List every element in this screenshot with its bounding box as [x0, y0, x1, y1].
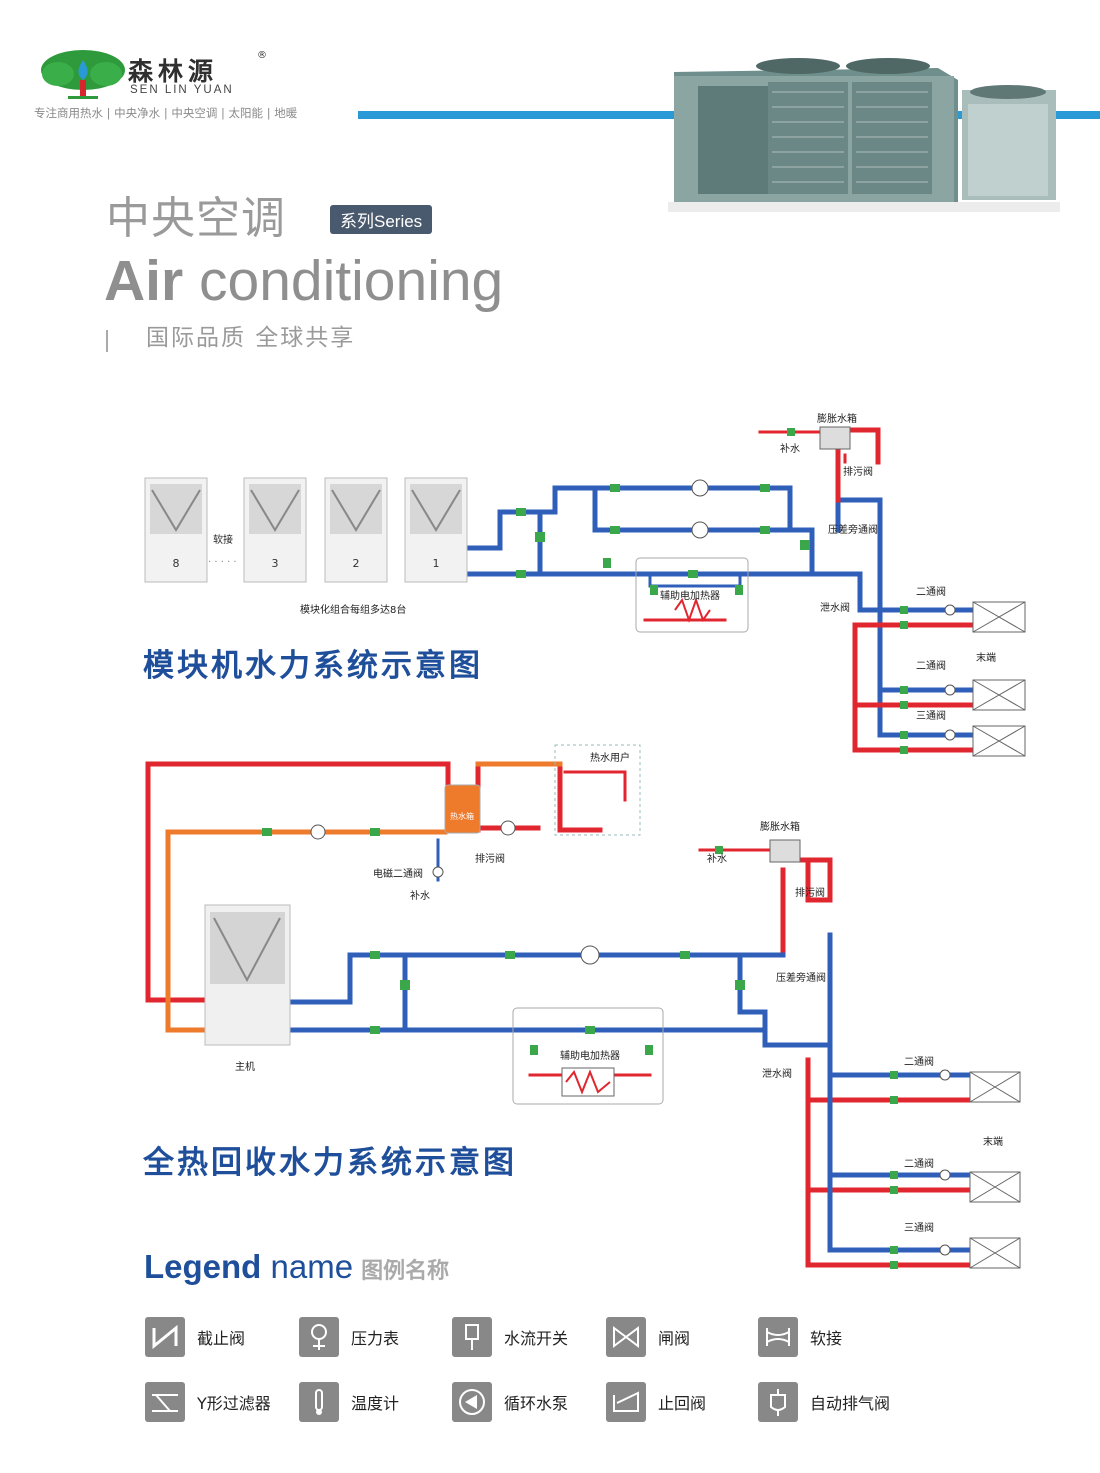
terminal-units — [972, 601, 1026, 757]
d2-terminal-label: 末端 — [983, 1137, 1003, 1148]
d2-drain-exp-label: 排污阀 — [795, 888, 825, 899]
legend-item-thermometer: 温度计 — [299, 1380, 399, 1424]
product-units-image — [668, 58, 1060, 212]
legend-item-gate-valve: 闸阀 — [606, 1315, 690, 1359]
series-badge: 系列Series — [330, 205, 433, 234]
d1-three-way: 三通阀 — [916, 711, 946, 722]
circulation-pump-icon — [452, 1382, 492, 1422]
legend-item-check-valve: 止回阀 — [606, 1380, 706, 1424]
hot-water-tank — [444, 784, 481, 834]
diagram2-heading: 全热回收水力系统示意图 — [143, 1145, 517, 1181]
y-filter-icon — [145, 1382, 185, 1422]
d1-dots: · · · · · — [208, 557, 237, 568]
legend-label: Y形过滤器 — [197, 1394, 271, 1413]
expansion-tank-2 — [769, 839, 801, 863]
legend-item-flow-switch: 水流开关 — [452, 1315, 568, 1359]
d2-main-unit-label: 主机 — [235, 1062, 255, 1073]
legend-title-rest: name — [261, 1248, 354, 1285]
d2-two-way-1: 二通阀 — [904, 1057, 934, 1068]
d2-drain-top-label: 排污阀 — [475, 854, 505, 865]
d2-bypass-label: 压差旁通阀 — [776, 973, 826, 984]
legend-title-bold: Legend — [144, 1248, 262, 1285]
heater-box-2 — [512, 1007, 664, 1105]
d2-hot-tank-label: 热水箱 — [450, 812, 474, 821]
hot-water-user-box — [554, 744, 641, 836]
d1-two-way-1: 二通阀 — [916, 587, 946, 598]
legend-label: 闸阀 — [658, 1329, 691, 1348]
legend-label: 水流开关 — [504, 1329, 569, 1348]
heat-recovery-hydraulic-diagram — [145, 744, 1021, 1269]
d1-makeup-label: 补水 — [780, 444, 800, 455]
slogan-mark — [106, 330, 114, 352]
legend-label: 循环水泵 — [504, 1394, 569, 1413]
gate-valve-icon — [606, 1317, 646, 1357]
d1-heater-label: 辅助电加热器 — [660, 591, 720, 602]
title-en-rest: conditioning — [183, 249, 504, 313]
soft-joint-icon — [758, 1317, 798, 1357]
registered-mark: ® — [257, 50, 267, 61]
modular-hydraulic-diagram: 8 3 2 1 — [144, 426, 1026, 757]
d1-soft-joint-label: 软接 — [213, 535, 233, 546]
d1-expansion-tank-label: 膨胀水箱 — [817, 414, 857, 425]
legend-label: 压力表 — [351, 1329, 400, 1348]
module-number-2: 2 — [353, 557, 360, 570]
air-vent-icon — [758, 1382, 798, 1422]
legend-label: 截止阀 — [197, 1329, 246, 1348]
legend-label: 止回阀 — [658, 1394, 707, 1413]
brand-name-en: SEN LIN YUAN — [130, 84, 234, 96]
legend-title-cn: 图例名称 — [361, 1258, 450, 1283]
brand-name-cn: 森林源 — [128, 57, 219, 86]
d1-drain-top-label: 排污阀 — [843, 467, 873, 478]
d2-two-way-2: 二通阀 — [904, 1159, 934, 1170]
heater-box — [635, 557, 749, 633]
pressure-gauge-icon — [299, 1317, 339, 1357]
flow-switch-icon — [452, 1317, 492, 1357]
legend-item-pressure-gauge: 压力表 — [299, 1315, 399, 1359]
legend-label: 自动排气阀 — [810, 1394, 891, 1413]
legend-item-stop-valve: 截止阀 — [145, 1315, 245, 1359]
legend-item-y-filter: Y形过滤器 — [145, 1380, 271, 1424]
legend-title: Legend name 图例名称 — [144, 1248, 449, 1286]
legend-item-circulation-pump: 循环水泵 — [452, 1380, 568, 1424]
legend-label: 软接 — [810, 1329, 843, 1348]
d1-bypass-label: 压差旁通阀 — [828, 525, 878, 536]
d1-drain-label: 泄水阀 — [820, 603, 850, 614]
d2-expansion-tank-label: 膨胀水箱 — [760, 822, 800, 833]
d2-drain-label: 泄水阀 — [762, 1069, 792, 1080]
d2-makeup-left-label: 补水 — [410, 891, 430, 902]
legend-item-soft-joint: 软接 — [758, 1315, 842, 1359]
title-en-bold: Air — [104, 249, 184, 313]
tree-logo-icon — [41, 50, 125, 99]
legend-label: 温度计 — [351, 1394, 400, 1413]
module-number-3: 3 — [272, 557, 279, 570]
module-number-1: 1 — [433, 557, 440, 570]
d1-modules-note: 模块化组合每组多达8台 — [300, 605, 407, 616]
title-cn: 中央空调 — [106, 193, 286, 244]
module-number-8: 8 — [173, 557, 180, 570]
title-en: Air conditioning — [104, 248, 503, 314]
d2-three-way: 三通阀 — [904, 1223, 934, 1234]
module-units — [144, 477, 468, 583]
expansion-tank — [819, 426, 851, 450]
thermometer-icon — [299, 1382, 339, 1422]
terminal-units-2 — [969, 1071, 1021, 1269]
diagram1-heading: 模块机水力系统示意图 — [143, 648, 483, 684]
d2-makeup-label: 补水 — [707, 854, 727, 865]
d2-heater-label: 辅助电加热器 — [560, 1051, 620, 1062]
d1-two-way-2: 二通阀 — [916, 661, 946, 672]
d2-hot-water-user-label: 热水用户 — [590, 753, 630, 764]
brand-tagline: 专注商用热水 | 中央净水 | 中央空调 | 太阳能 | 地暖 — [34, 106, 298, 120]
check-valve-icon — [606, 1382, 646, 1422]
stop-valve-icon — [145, 1317, 185, 1357]
d1-terminal-label: 末端 — [976, 653, 996, 664]
d2-solenoid-label: 电磁二通阀 — [373, 869, 423, 880]
legend-item-air-vent: 自动排气阀 — [758, 1380, 890, 1424]
slogan: 国际品质 全球共享 — [146, 325, 356, 351]
